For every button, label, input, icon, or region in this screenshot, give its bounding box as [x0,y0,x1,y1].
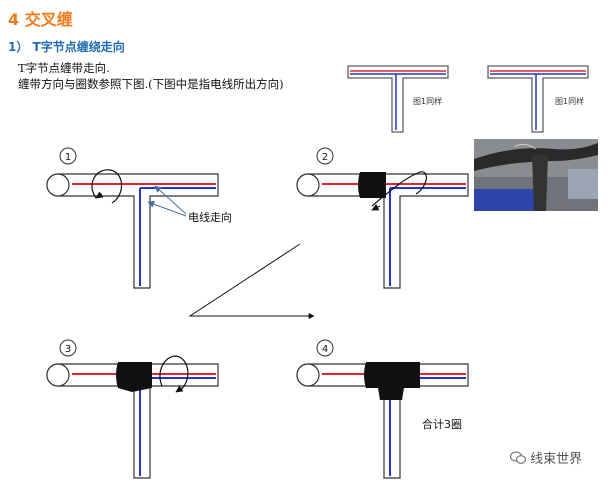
section-number: 4 [8,10,20,29]
step-4-badge [316,339,334,357]
example-t-junction-1 [347,65,449,133]
watermark: 线束世界 [509,448,583,467]
section-title: 4 交叉缠 [8,6,73,30]
wire-direction-label: 电线走向 [188,210,232,224]
junction-photo [474,139,598,211]
step-1-badge [59,147,77,165]
example-label-1: 图1同样 [413,96,442,106]
subsection-title: 1） T字节点缠绕走向 [8,38,125,55]
step-4-number: 4 [322,344,328,355]
step-2-badge [316,147,334,165]
step-2-number: 2 [322,152,328,163]
example-t-junction-2 [487,65,589,133]
step-3-diagram [46,355,219,479]
step-4-diagram [296,362,469,479]
example-label-2: 图1同样 [555,96,584,106]
step-1-number: 1 [65,152,71,163]
step-3-number: 3 [65,344,71,355]
section-title-text: 交叉缠 [24,10,73,29]
step-1-diagram [46,169,219,289]
subsection-title-text: T字节点缠绕走向 [32,40,125,54]
description-line-2: 缠带方向与圈数参照下图.(下图中是指电线所出方向) [18,77,284,91]
subsection-number: 1） [8,40,29,54]
wechat-icon [509,451,527,464]
description-line-1: T字节点缠带走向. [18,61,110,75]
sequence-arrow [188,243,315,319]
step-2-diagram [296,171,469,289]
total-turns-label: 合计3圈 [422,417,462,431]
step-3-badge [59,339,77,357]
watermark-text: 线束世界 [530,452,583,467]
